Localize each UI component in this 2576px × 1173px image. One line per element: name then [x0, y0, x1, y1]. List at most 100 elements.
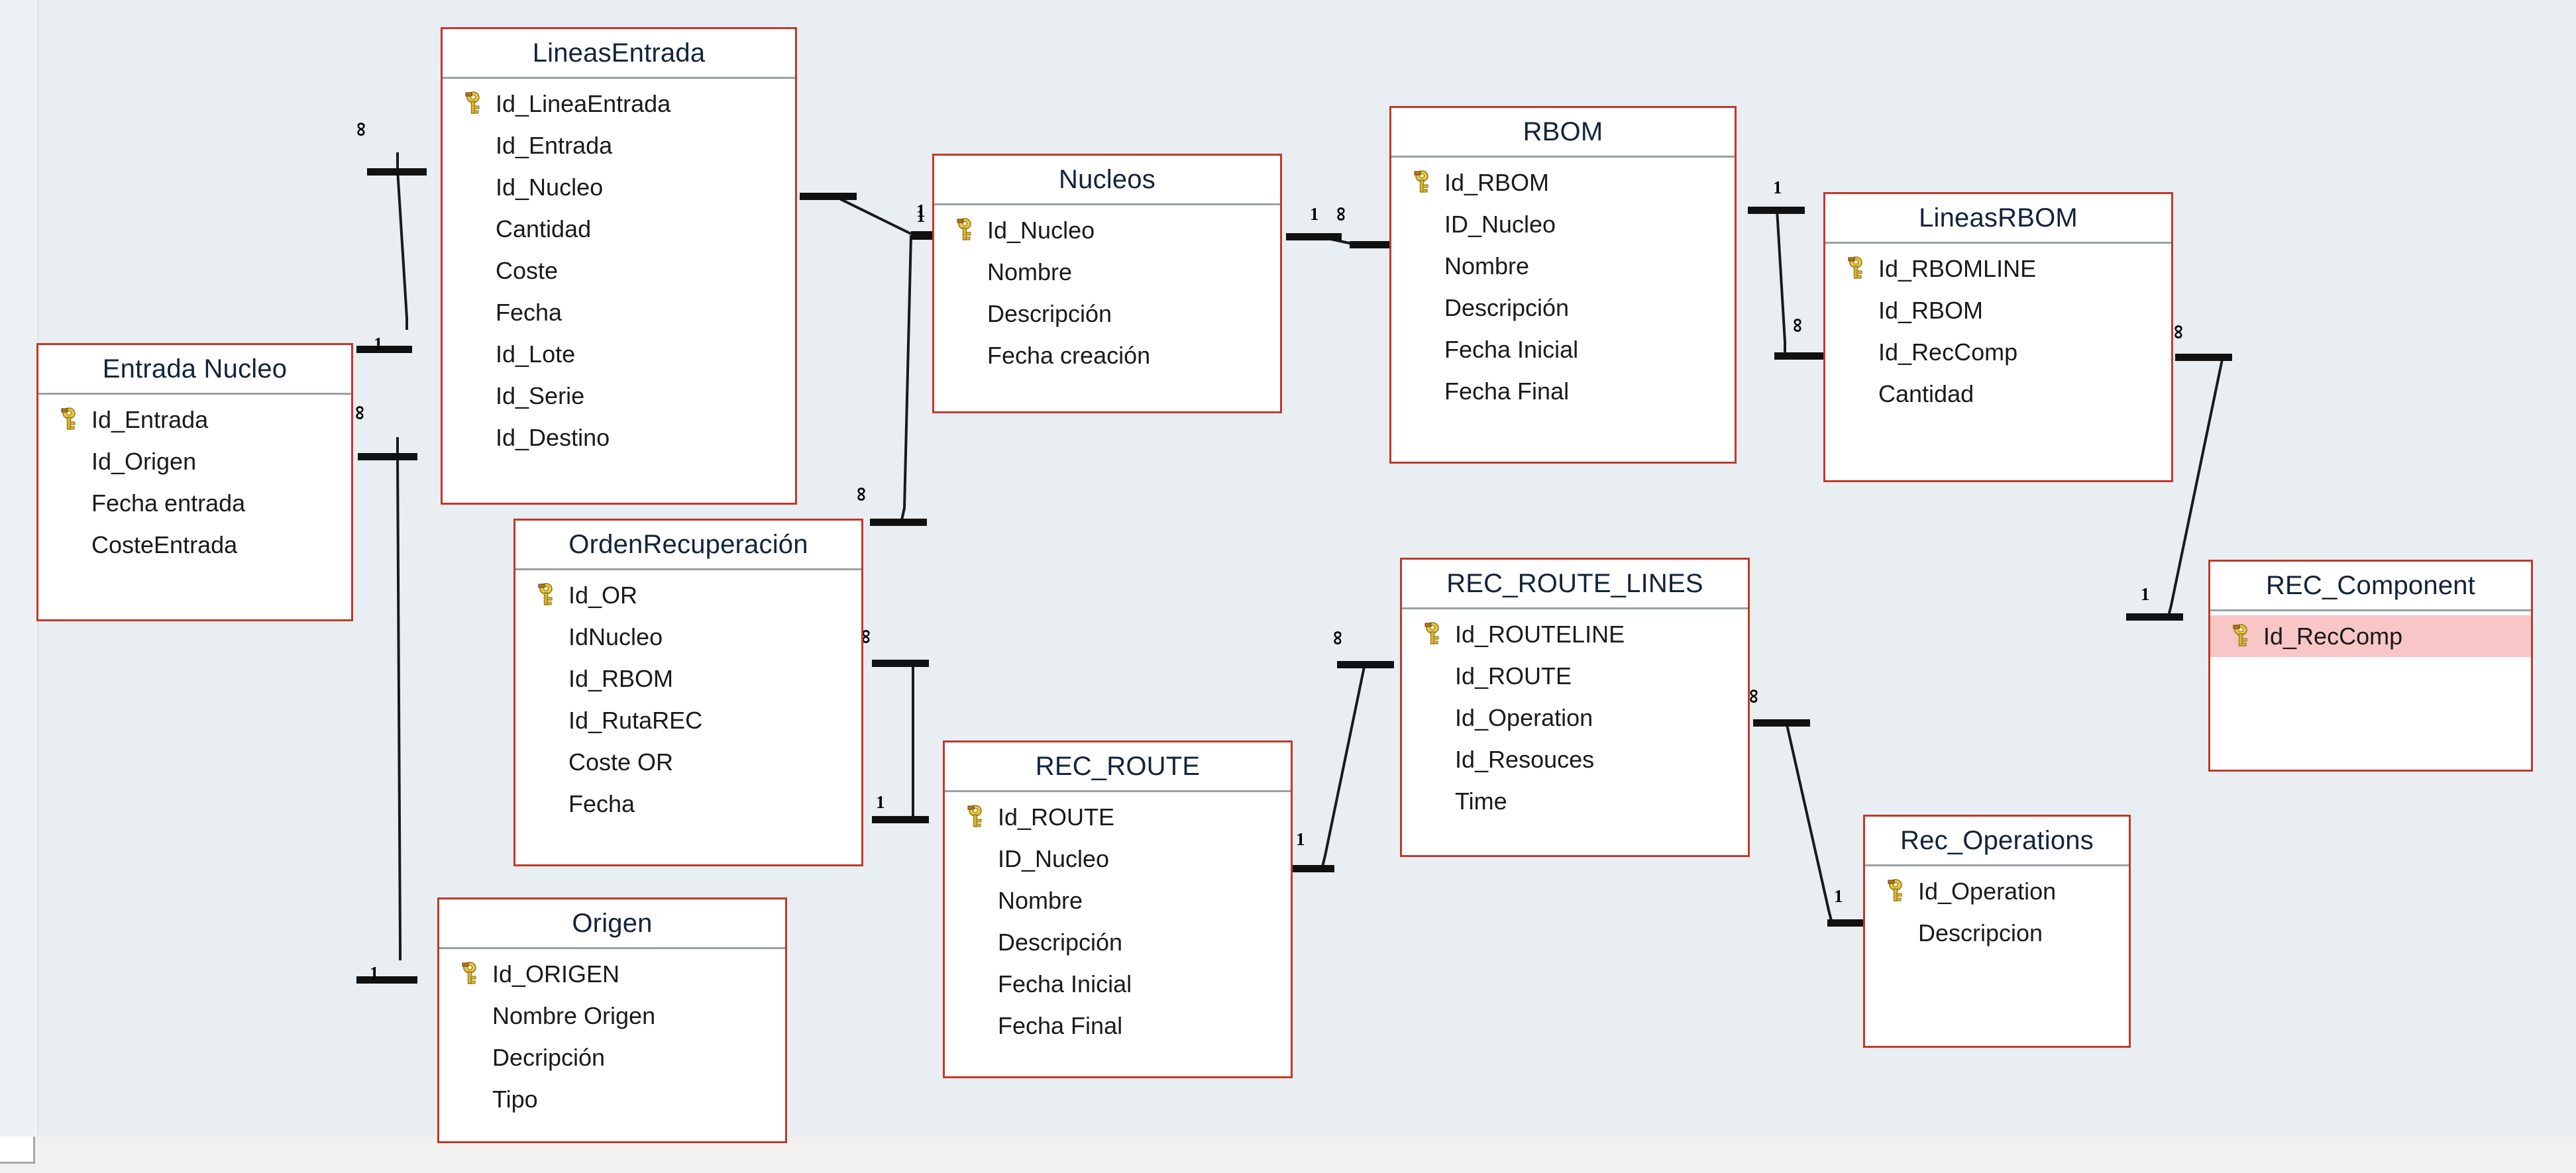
table-field-row[interactable]: Cantidad [443, 208, 795, 250]
table-field-row[interactable]: CosteEntrada [38, 524, 351, 566]
relationship-line-c-recoperations-recroutelines[interactable]: ∞1 [1743, 689, 1884, 927]
relationship-line-c-rbom-lineasrbom[interactable]: 1∞ [1748, 179, 1831, 360]
table-field-row[interactable]: Id_Serie [443, 375, 795, 417]
table-field-row[interactable]: Descripcion [1865, 912, 2129, 954]
table-field-row[interactable]: Fecha Final [945, 1005, 1291, 1046]
table-field-row[interactable]: Nombre [934, 251, 1280, 293]
table-field-row[interactable]: Id_Entrada [38, 399, 351, 440]
table-field-row[interactable]: Id_OR [515, 574, 861, 616]
field-label: Fecha entrada [91, 489, 246, 517]
relationship-line-c-lineasrbom-reccomponent[interactable]: ∞1 [2126, 325, 2232, 621]
table-field-row[interactable]: Id_RBOM [1391, 162, 1735, 203]
table-field-row[interactable]: Id_ROUTE [1402, 655, 1748, 697]
table-field-row[interactable]: Id_Nucleo [443, 166, 795, 208]
table-field-row[interactable]: Id_RecComp [2210, 615, 2531, 657]
table-field-row[interactable]: Tipo [439, 1078, 785, 1120]
primary-key-icon [1841, 256, 1872, 282]
table-field-row[interactable]: Id_RecComp [1825, 331, 2171, 373]
table-field-row[interactable]: Descripción [945, 921, 1291, 963]
table-field-row[interactable]: IdNucleo [515, 616, 861, 658]
field-label: Descripcion [1918, 919, 2043, 946]
relationship-cardinality-far: 1 [876, 792, 885, 812]
field-label: Fecha [496, 298, 563, 326]
table-field-row[interactable]: Id_ROUTELINE [1402, 613, 1748, 655]
field-label: Id_RBOMLINE [1878, 254, 2037, 282]
table-field-row[interactable]: Decripción [439, 1037, 785, 1078]
table-field-row[interactable]: Id_ROUTE [945, 796, 1291, 838]
field-label: Descripción [998, 928, 1123, 956]
relationship-cardinality-far: 1 [2141, 584, 2150, 604]
table-title-origen: Origen [439, 899, 785, 949]
table-field-row[interactable]: Descripción [1391, 287, 1735, 329]
primary-key-icon [1418, 621, 1448, 648]
table-field-row[interactable]: Id_Resouces [1402, 739, 1748, 780]
table-field-row[interactable]: Cantidad [1825, 373, 2171, 415]
relationship-line-c-nucleos-ordenrecuperacion[interactable]: 1∞ [851, 207, 968, 526]
table-field-row[interactable]: Id_RBOM [1825, 289, 2171, 331]
table-field-row[interactable]: Coste [443, 250, 795, 291]
primary-key-icon [961, 804, 991, 831]
table-field-row[interactable]: Id_Operation [1865, 870, 2129, 912]
table-field-row[interactable]: Id_Lote [443, 333, 795, 375]
field-label: Id_ROUTELINE [1455, 620, 1625, 648]
table-field-row[interactable]: Id_LineaEntrada [443, 83, 795, 125]
table-field-row[interactable]: Fecha creación [934, 334, 1280, 376]
field-list-rec-component: Id_RecComp [2210, 611, 2531, 657]
relationship-endpoint-far [1277, 865, 1334, 872]
field-label: Fecha Final [998, 1011, 1123, 1039]
table-field-row[interactable]: Fecha entrada [38, 482, 351, 524]
table-field-row[interactable]: Fecha [515, 783, 861, 825]
table-field-row[interactable]: Id_Destino [443, 417, 795, 458]
table-field-row[interactable]: Nombre Origen [439, 995, 785, 1037]
table-field-row[interactable]: Fecha Inicial [945, 963, 1291, 1005]
field-label: Nombre [987, 258, 1073, 285]
table-field-row[interactable]: ID_Nucleo [945, 838, 1291, 880]
table-field-row[interactable]: Fecha Inicial [1391, 329, 1735, 370]
table-title-rec-route: REC_ROUTE [945, 742, 1291, 792]
relationship-endpoint-near [358, 453, 417, 460]
table-field-row[interactable]: Id_RBOMLINE [1825, 248, 2171, 289]
relationship-cardinality-far: ∞ [851, 487, 874, 502]
relationship-endpoint-near [1337, 661, 1394, 668]
table-field-row[interactable]: Fecha Final [1391, 370, 1735, 412]
table-field-row[interactable]: Id_RutaREC [515, 699, 861, 741]
table-field-row[interactable]: Nombre [945, 880, 1291, 921]
table-field-row[interactable]: Id_RBOM [515, 658, 861, 699]
field-label: IdNucleo [568, 623, 663, 650]
table-field-row[interactable]: Time [1402, 780, 1748, 822]
table-field-row[interactable]: Id_Entrada [443, 125, 795, 166]
field-label: Descripción [1444, 293, 1570, 321]
table-field-row[interactable]: Nombre [1391, 245, 1735, 287]
table-field-row[interactable]: ID_Nucleo [1391, 203, 1735, 245]
relationship-line-c-recroute-ordenrecuperacion[interactable]: ∞1 [855, 629, 929, 823]
field-label: ID_Nucleo [998, 844, 1110, 872]
table-field-row[interactable]: Coste OR [515, 741, 861, 783]
table-field-row[interactable]: Id_Nucleo [934, 209, 1280, 251]
table-field-row[interactable]: Descripción [934, 293, 1280, 334]
field-label: ID_Nucleo [1444, 210, 1556, 238]
relationship-endpoint-far [2126, 613, 2183, 621]
relationship-line-c-nucleos-lineasentrada[interactable]: ∞1 [782, 161, 968, 238]
table-field-row[interactable]: Fecha [443, 291, 795, 333]
table-field-row[interactable]: Id_ORIGEN [439, 953, 785, 995]
field-label: Time [1455, 787, 1507, 815]
field-label: Id_RBOM [1444, 168, 1550, 196]
table-field-row[interactable]: Id_Origen [38, 440, 351, 482]
table-field-row[interactable]: Id_Operation [1402, 697, 1748, 739]
scrollbar-corner[interactable] [0, 1137, 35, 1164]
